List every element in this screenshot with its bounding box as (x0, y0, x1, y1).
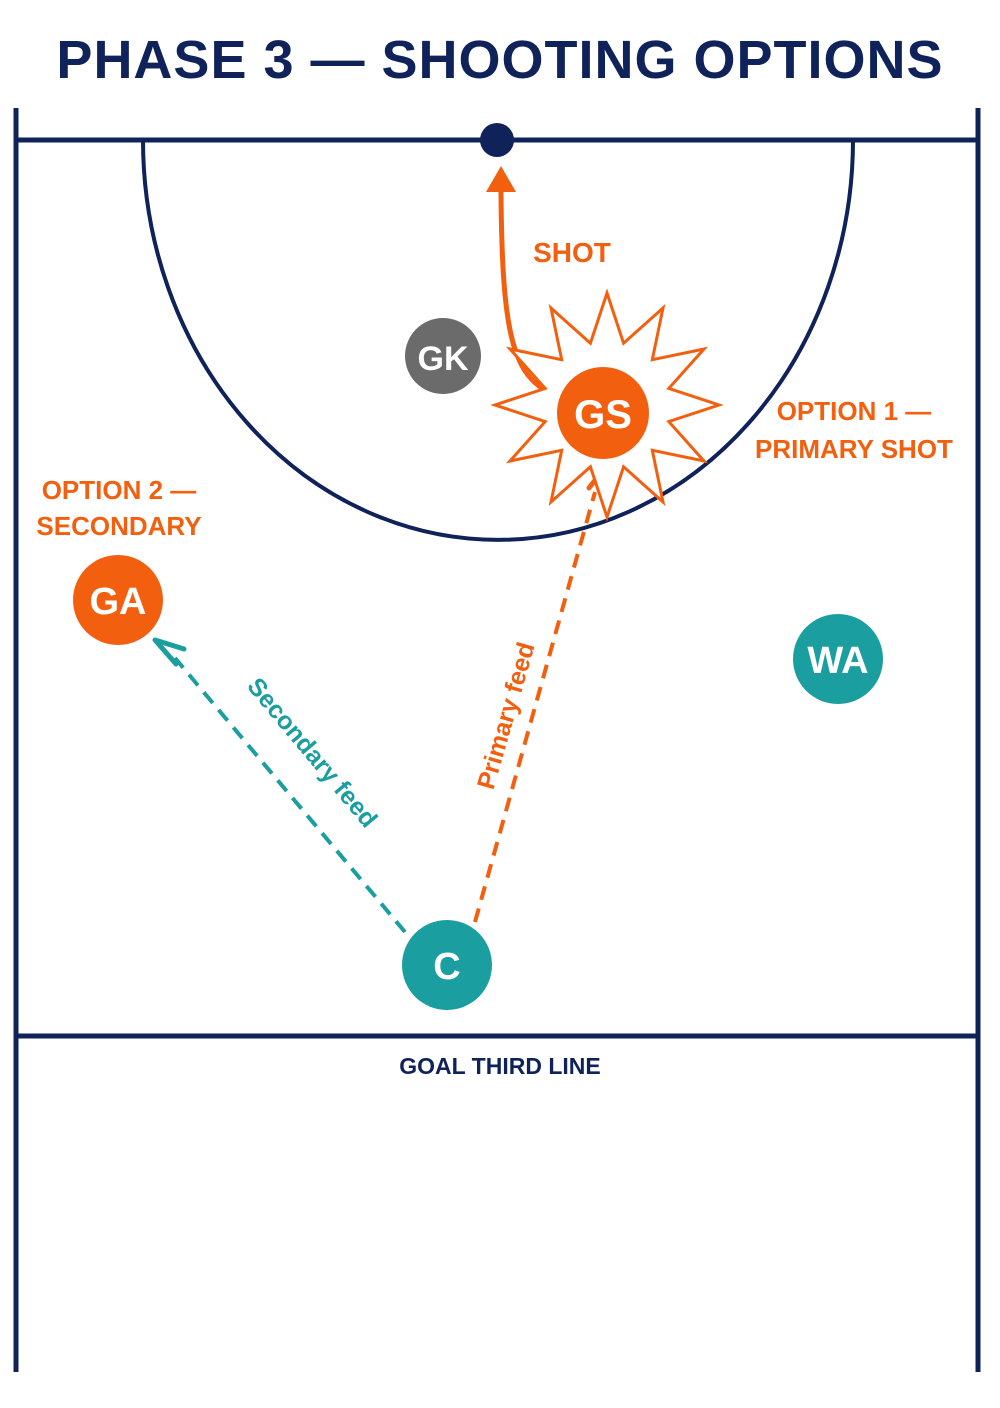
secondary-feed-label: Secondary feed (242, 673, 383, 834)
shot-label: SHOT (533, 237, 611, 268)
option2-label-line1: OPTION 2 — (42, 475, 197, 505)
option1-label-line2: PRIMARY SHOT (755, 434, 953, 464)
player-c: C (402, 920, 492, 1010)
goal-third-line-label: GOAL THIRD LINE (399, 1053, 600, 1079)
player-ga-label: GA (90, 581, 147, 623)
shooting-circle (141, 139, 855, 542)
player-gk-label: GK (418, 340, 469, 378)
option1-label-line1: OPTION 1 — (777, 396, 932, 426)
player-wa: WA (793, 614, 883, 704)
primary-feed-label: Primary feed (472, 639, 541, 792)
secondary-feed-arrow (152, 637, 407, 934)
player-gk: GK (405, 318, 481, 394)
player-gs-label: GS (574, 393, 632, 437)
goal-post (480, 123, 514, 157)
player-wa-label: WA (807, 640, 868, 682)
player-ga: GA (73, 555, 163, 645)
shot-arrow (486, 166, 550, 395)
player-gs: GS (557, 367, 649, 459)
diagram-title: PHASE 3 — SHOOTING OPTIONS (56, 30, 943, 90)
player-c-label: C (433, 946, 460, 988)
option2-label-line2: SECONDARY (36, 511, 201, 541)
